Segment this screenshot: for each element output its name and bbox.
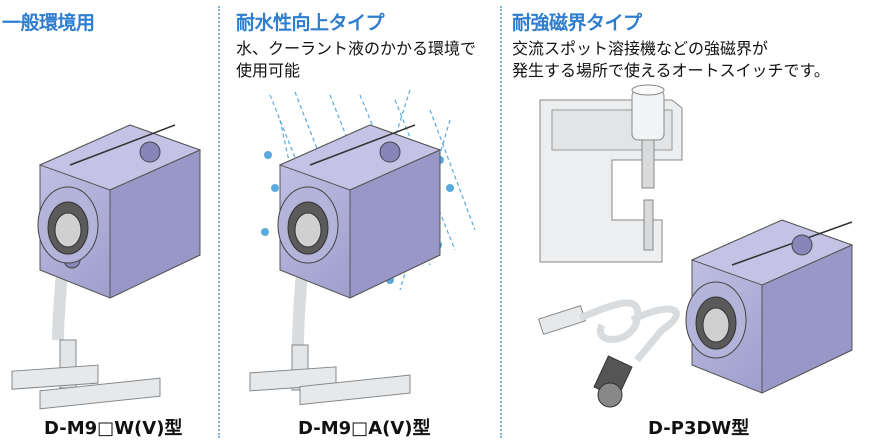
model-label: D-P3DW型 [648,418,750,439]
auto-switch [249,344,411,406]
panel-general: 一般環境用 D-M9□W(V)型 [0,0,218,444]
panel-description-line: 交流スポット溶接機などの強磁界が [512,39,769,58]
auto-switch [537,299,680,408]
cylinder-illustration [11,124,202,410]
welder-and-cylinder-illustration [537,84,854,408]
panel-heading: 耐強磁界タイプ [512,12,642,34]
model-label: D-M9□W(V)型 [44,418,183,439]
panel-heading: 一般環境用 [2,12,95,34]
panel-description-line: 使用可能 [236,61,301,80]
panel-divider [500,6,502,438]
spot-welder [539,84,683,263]
panel-magnetic-field-resistant: 耐強磁界タイプ 交流スポット溶接機などの強磁界が 発生する場所で使えるオートスイ… [502,0,869,444]
model-label: D-M9□A(V)型 [298,418,431,439]
panel-heading: 耐水性向上タイプ [236,12,385,34]
cylinder-illustration [249,89,476,406]
panel-divider [218,6,220,438]
panel-description-line: 水、クーラント液のかかる環境で [236,39,477,58]
auto-switch [11,339,161,410]
panel-description-line: 発生する場所で使えるオートスイッチです。 [512,61,830,80]
panel-water-resistant: 耐水性向上タイプ 水、クーラント液のかかる環境で 使用可能 [220,0,500,444]
